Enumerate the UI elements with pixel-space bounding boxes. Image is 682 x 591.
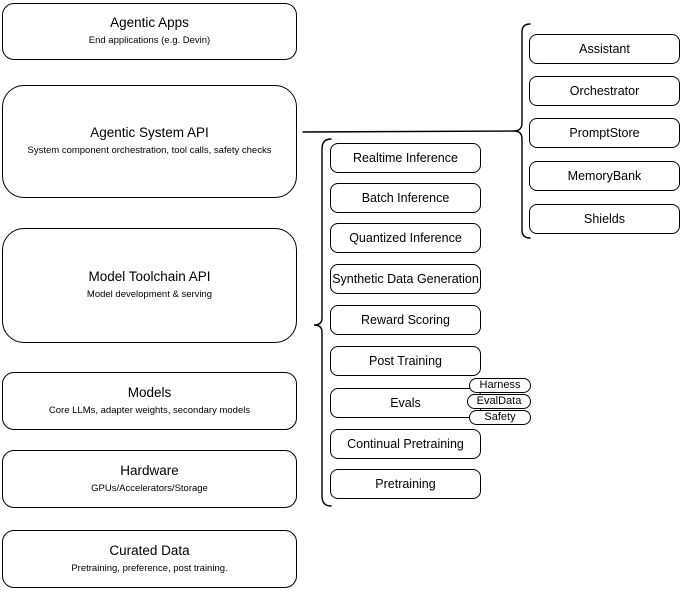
box-hardware: Hardware GPUs/Accelerators/Storage: [2, 450, 297, 508]
box-model-toolchain-api-title: Model Toolchain API: [88, 269, 211, 285]
box-quantized-inference: Quantized Inference: [330, 223, 481, 253]
pill-safety: Safety: [469, 410, 531, 425]
box-hardware-title: Hardware: [120, 462, 179, 478]
box-agentic-apps-subtitle: End applications (e.g. Devin): [88, 35, 211, 47]
box-continual-pretraining: Continual Pretraining: [330, 429, 481, 459]
box-agentic-apps: Agentic Apps End applications (e.g. Devi…: [2, 3, 297, 60]
pill-evaldata: EvalData: [467, 394, 531, 409]
box-models-title: Models: [127, 384, 172, 400]
right-column-brace: [513, 23, 531, 239]
box-hardware-subtitle: GPUs/Accelerators/Storage: [91, 482, 208, 494]
box-models: Models Core LLMs, adapter weights, secon…: [2, 372, 297, 430]
box-curated-data-subtitle: Pretraining, preference, post training.: [71, 562, 228, 574]
box-pretraining: Pretraining: [330, 469, 481, 499]
box-assistant: Assistant: [529, 34, 680, 64]
system-api-to-right-brace-line: [302, 130, 515, 133]
middle-column-brace: [313, 138, 332, 507]
box-orchestrator: Orchestrator: [529, 76, 680, 106]
box-models-subtitle: Core LLMs, adapter weights, secondary mo…: [48, 404, 251, 416]
box-evals: Evals: [330, 388, 481, 418]
box-model-toolchain-api-subtitle: Model development & serving: [86, 289, 213, 301]
box-synthetic-data-generation: Synthetic Data Generation: [330, 264, 481, 294]
box-agentic-apps-title: Agentic Apps: [110, 15, 189, 31]
box-shields: Shields: [529, 204, 680, 234]
box-curated-data: Curated Data Pretraining, preference, po…: [2, 530, 297, 588]
box-model-toolchain-api: Model Toolchain API Model development & …: [2, 228, 297, 343]
box-promptstore: PromptStore: [529, 118, 680, 148]
pill-harness: Harness: [469, 378, 531, 393]
box-reward-scoring: Reward Scoring: [330, 305, 481, 335]
box-curated-data-title: Curated Data: [109, 542, 190, 558]
box-agentic-system-api-subtitle: System component orchestration, tool cal…: [27, 145, 272, 157]
box-realtime-inference: Realtime Inference: [330, 143, 481, 173]
box-memorybank: MemoryBank: [529, 161, 680, 191]
box-batch-inference: Batch Inference: [330, 183, 481, 213]
box-post-training: Post Training: [330, 346, 481, 376]
box-agentic-system-api: Agentic System API System component orch…: [2, 85, 297, 198]
box-agentic-system-api-title: Agentic System API: [90, 125, 209, 141]
